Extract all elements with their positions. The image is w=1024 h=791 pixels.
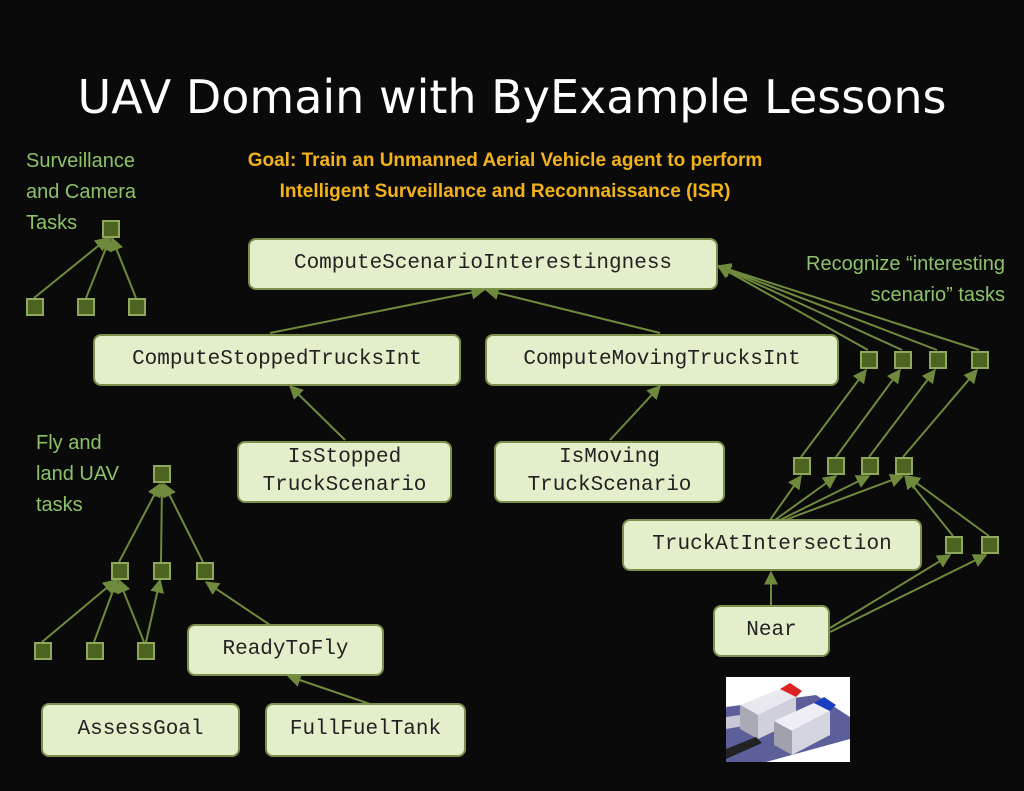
task-square [861, 457, 879, 475]
surveillance-label-line: and Camera [26, 181, 137, 203]
task-square [929, 351, 947, 369]
task-square [26, 298, 44, 316]
task-square [895, 457, 913, 475]
recognize-label-line: Recognize “interesting [806, 253, 1005, 275]
task-square [894, 351, 912, 369]
task-square [153, 465, 171, 483]
task-square [153, 562, 171, 580]
surveillance-label: Surveillance and Camera Tasks [26, 146, 136, 239]
node-compute-stopped: ComputeStoppedTrucksInt [93, 334, 461, 386]
node-compute-moving: ComputeMovingTrucksInt [485, 334, 839, 386]
recognize-label-line: scenario” tasks [870, 284, 1006, 306]
node-is-moving: IsMoving TruckScenario [494, 441, 725, 503]
surveillance-label-line: Tasks [26, 212, 78, 234]
goal-line-1: Goal: Train an Unmanned Aerial Vehicle a… [247, 150, 763, 171]
fly-label-line: land UAV [36, 463, 120, 485]
task-square [793, 457, 811, 475]
trucks-icon [726, 677, 850, 762]
node-line: IsMoving [559, 446, 660, 469]
node-line: TruckScenario [527, 474, 692, 497]
node-line: TruckScenario [262, 474, 427, 497]
node-assess-goal: AssessGoal [41, 703, 240, 757]
task-square [111, 562, 129, 580]
task-square [981, 536, 999, 554]
surveillance-label-line: Surveillance [26, 150, 135, 172]
node-full-fuel-tank: FullFuelTank [265, 703, 466, 757]
task-square [128, 298, 146, 316]
task-square [860, 351, 878, 369]
fly-label: Fly and land UAV tasks [36, 428, 119, 521]
task-square [137, 642, 155, 660]
node-compute-scenario: ComputeScenarioInterestingness [248, 238, 718, 290]
fly-label-line: Fly and [36, 432, 102, 454]
recognize-label: Recognize “interesting scenario” tasks [806, 249, 1005, 311]
fly-label-line: tasks [36, 494, 83, 516]
task-square [971, 351, 989, 369]
task-square [945, 536, 963, 554]
task-square [196, 562, 214, 580]
task-square [102, 220, 120, 238]
task-square [86, 642, 104, 660]
node-near: Near [713, 605, 830, 657]
task-square [827, 457, 845, 475]
node-ready-to-fly: ReadyToFly [187, 624, 384, 676]
slide-title: UAV Domain with ByExample Lessons [77, 70, 947, 124]
node-line: IsStopped [287, 446, 402, 469]
node-truck-at-intersection: TruckAtIntersection [622, 519, 922, 571]
task-square [77, 298, 95, 316]
goal-line-2: Intelligent Surveillance and Reconnaissa… [279, 181, 731, 202]
trucks-at-intersection-image [726, 677, 850, 762]
node-is-stopped: IsStopped TruckScenario [237, 441, 452, 503]
task-square [34, 642, 52, 660]
